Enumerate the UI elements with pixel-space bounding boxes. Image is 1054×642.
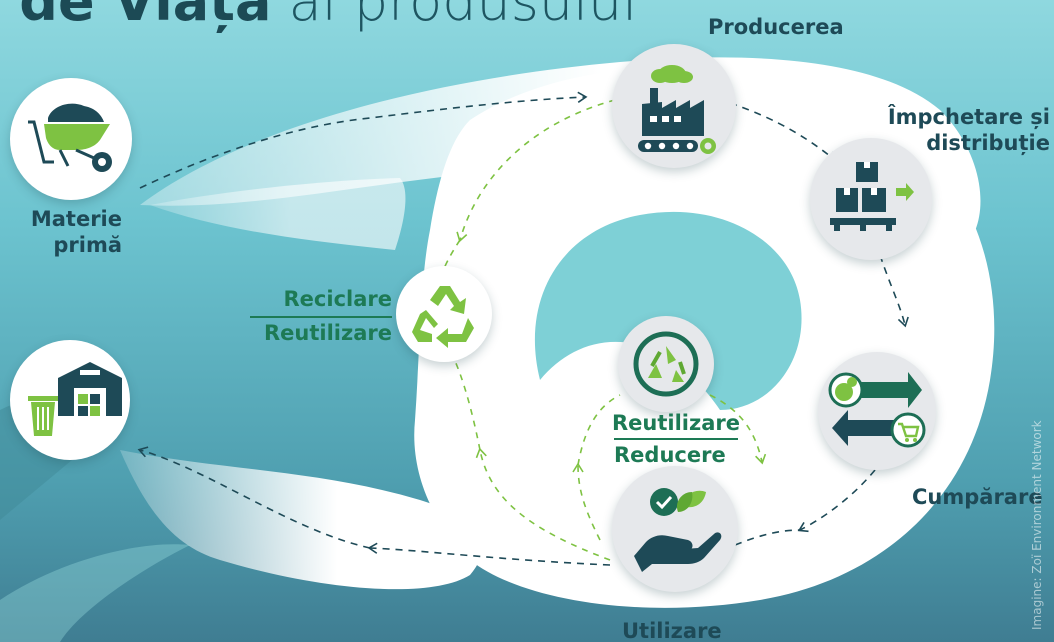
label-impachetare-line2: distribuție — [926, 131, 1050, 155]
title-bold: l de Viață — [0, 0, 272, 33]
label-utilizare: Utilizare — [622, 619, 722, 642]
label-materie-line1: Materie — [30, 207, 122, 231]
divider-reciclare — [250, 316, 392, 318]
warehouse-trash-icon — [28, 362, 122, 436]
recycle-icon — [412, 286, 474, 348]
label-cumparare: Cumpărare — [912, 485, 1043, 509]
title-light: al produsului — [271, 0, 638, 33]
recycle-node — [396, 266, 492, 362]
purchase-node — [818, 352, 936, 470]
label-reciclare: Reciclare — [283, 287, 392, 311]
boxes-pallet-icon — [830, 162, 914, 231]
label-reducere: Reducere — [614, 443, 726, 467]
packaging-node — [810, 138, 932, 260]
hand-leaf-icon — [634, 488, 722, 572]
exchange-arrows-icon — [828, 372, 926, 448]
reuse-node — [618, 316, 714, 412]
label-producerea: Producerea — [708, 15, 844, 39]
page-title: l de Viață al produsului — [0, 0, 637, 33]
label-materie: Materie primă — [30, 206, 122, 258]
label-impachetare-line1: Împchetare și — [887, 105, 1050, 129]
label-impachetare: Împchetare și distribuție — [880, 104, 1050, 156]
label-materie-line2: primă — [53, 233, 122, 257]
usage-node — [612, 466, 738, 592]
divider-center — [614, 438, 738, 440]
label-reutilizare-left: Reutilizare — [264, 321, 392, 345]
production-node — [612, 44, 736, 168]
disposal-node — [10, 340, 130, 460]
label-reutilizare-center: Reutilizare — [612, 411, 740, 435]
wheelbarrow-icon — [28, 103, 112, 172]
raw-material-node — [10, 78, 132, 200]
factory-icon — [638, 65, 716, 154]
reuse-arrows-icon — [633, 331, 699, 397]
image-credit: Imagine: Zoï Environment Network — [1030, 420, 1044, 630]
